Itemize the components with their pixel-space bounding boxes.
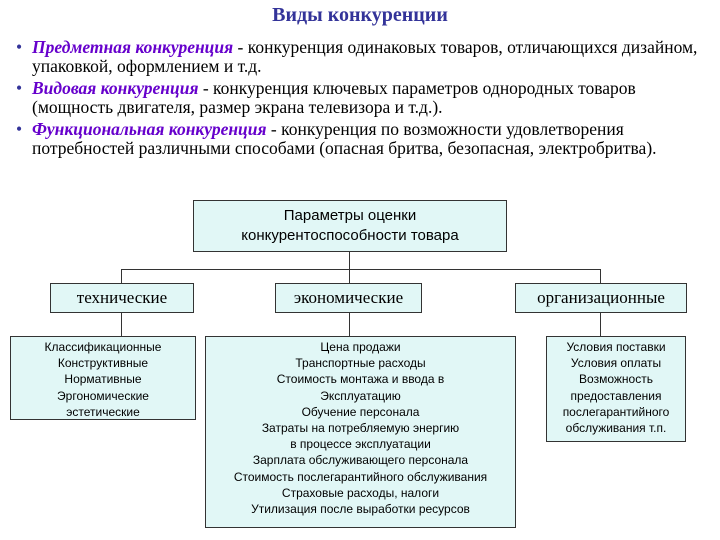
bullet-item: • Предметная конкуренция - конкуренция од… [14, 38, 714, 76]
list-item: в процессе эксплуатации [290, 437, 431, 452]
connector-organizational-leaf [600, 313, 601, 336]
technical-items-box: Классификационные Конструктивные Нормати… [10, 336, 196, 420]
economic-items-box: Цена продажи Транспортные расходы Стоимо… [205, 336, 516, 528]
list-item: Классификационные [44, 340, 162, 354]
bullet-icon: • [16, 78, 23, 98]
list-item: Страховые расходы, налоги [281, 485, 440, 500]
bullet-term: Видовая конкуренция [32, 78, 199, 98]
list-item: эстетические [66, 404, 140, 419]
root-node: Параметры оценки конкурентоспособности т… [193, 200, 507, 252]
bullet-text: - конкуренция одинаковых товаров, отлича… [32, 37, 698, 76]
connector-root-down [349, 252, 350, 269]
root-line-1: Параметры оценки [283, 207, 417, 224]
bullet-icon: • [16, 119, 23, 139]
slide-title: Виды конкуренции [272, 4, 448, 26]
bullet-text: - конкуренция по возможности удовлетворе… [32, 119, 657, 158]
competition-types-list: • Предметная конкуренция - конкуренция од… [14, 38, 714, 161]
connector-to-technical [121, 269, 122, 283]
list-item: Возможность [579, 372, 653, 387]
bullet-item: • Функциональная конкуренция - конкуренци… [14, 120, 714, 158]
list-item: Стоимость монтажа и ввода в [276, 372, 445, 387]
connector-economic-leaf [349, 313, 350, 336]
organizational-items-box: Условия поставки Условия оплаты Возможно… [546, 336, 686, 442]
list-item: Эргономические [57, 388, 149, 403]
bullet-term: Предметная конкуренция [32, 37, 234, 57]
bullet-text: - конкуренция ключевых параметров одноро… [32, 78, 636, 117]
category-technical: технические [50, 283, 194, 313]
bullet-item: • Видовая конкуренция - конкуренция ключе… [14, 79, 714, 117]
category-economic: экономические [275, 283, 422, 313]
list-item: Условия оплаты [570, 356, 662, 371]
connector-horizontal-bus [121, 269, 600, 270]
bullet-term: Функциональная конкуренция [32, 119, 267, 139]
list-item: Нормативные [64, 372, 142, 387]
list-item: Транспортные расходы [295, 356, 426, 371]
bullet-icon: • [16, 37, 23, 57]
list-item: послегарантийного [562, 404, 670, 419]
connector-technical-leaf [121, 313, 122, 336]
root-line-2: конкурентоспособности товара [241, 227, 459, 244]
connector-to-economic [349, 269, 350, 283]
list-item: Эксплуатацию [320, 388, 401, 403]
list-item: Конструктивные [57, 356, 149, 371]
list-item: Цена продажи [320, 340, 401, 354]
list-item: Зарплата обслуживающего персонала [252, 453, 469, 468]
list-item: Затраты на потребляемую энергию [261, 421, 460, 436]
list-item: Условия поставки [566, 340, 666, 354]
list-item: Утилизация после выработки ресурсов [251, 502, 470, 517]
list-item: Стоимость послегарантийного обслуживания [233, 469, 488, 484]
list-item: предоставления [570, 388, 662, 403]
list-item: обслуживания т.п. [565, 421, 667, 436]
category-organizational: организационные [515, 283, 687, 313]
list-item: Обучение персонала [301, 404, 420, 419]
connector-to-organizational [600, 269, 601, 283]
